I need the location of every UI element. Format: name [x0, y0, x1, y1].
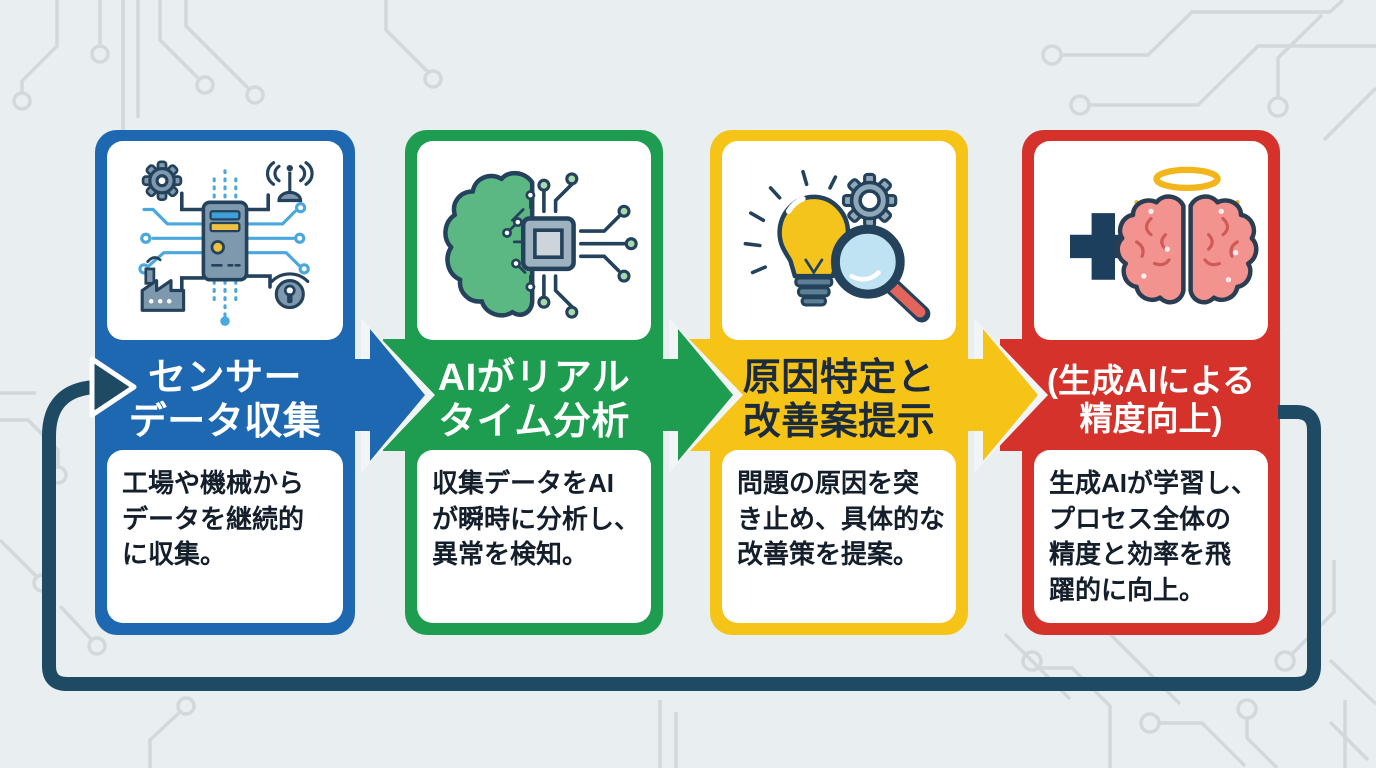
ai-brain-chip-icon: [443, 170, 638, 319]
circuit-traces: [542, 182, 628, 309]
card-cause-identification: 原因特定と 改善案提示 問題の原因を突 き止め、具体的な 改善策を提案。: [710, 130, 968, 635]
body-line: データを継続的: [122, 503, 305, 534]
body-line: 改善策を提案。: [737, 539, 920, 570]
card-genai-accuracy: (生成AIによる 精度向上) 生成AIが学習し、 プロセス全体の 精度と効率を飛…: [1022, 130, 1280, 635]
title-line: AIがリアル: [437, 356, 631, 399]
antenna-icon: [265, 160, 314, 202]
idea-gear-magnifier-icon: [743, 169, 931, 322]
gear-icon: [141, 159, 183, 201]
card-title: (生成AIによる 精度向上): [1022, 342, 1280, 458]
title-line: (生成AIによる: [1047, 361, 1255, 399]
body-line: 精度と効率を飛: [1049, 539, 1232, 570]
title-line: データ収集: [128, 401, 322, 443]
card-ai-realtime-analysis: AIがリアル タイム分析 収集データをAI が瞬時に分析し、 異常を検知。: [405, 130, 663, 635]
body-line: が瞬時に分析し、: [432, 503, 641, 534]
body-line: 工場や機械から: [122, 468, 305, 498]
plus-brain-halo-icon: [1070, 166, 1259, 304]
light-rays: [743, 169, 838, 274]
brain-left: [1115, 193, 1186, 304]
card-body: 生成AIが学習し、 プロセス全体の 精度と効率を飛 躍的に向上。: [1034, 450, 1268, 623]
card-body: 工場や機械から データを継続的 に収集。: [107, 450, 343, 623]
icon-panel: [107, 141, 343, 340]
body-line: き止め、具体的な: [737, 503, 946, 534]
body-line: 収集データをAI: [432, 468, 615, 498]
icon-panel: [722, 141, 956, 340]
controller-device: [201, 200, 249, 281]
plus-icon: [1070, 212, 1137, 280]
title-line: タイム分析: [438, 401, 630, 443]
iot-sensor-network-icon: [138, 159, 314, 326]
body-line: に収集。: [122, 539, 227, 570]
card-title: センサー データ収集: [95, 342, 355, 458]
card-sensor-data-collection: センサー データ収集 工場や機械から データを継続的 に収集。: [95, 130, 355, 635]
gear-icon: [841, 172, 898, 228]
body-line: プロセス全体の: [1049, 503, 1232, 534]
body-line: 生成AIが学習し、: [1049, 468, 1258, 498]
icon-panel: [1034, 141, 1268, 340]
card-title: 原因特定と 改善案提示: [710, 342, 968, 458]
halo: [1153, 166, 1221, 191]
title-line: 精度向上): [1079, 400, 1223, 437]
sensor-icon: [270, 271, 310, 309]
card-title: AIがリアル タイム分析: [405, 342, 663, 458]
card-body: 収集データをAI が瞬時に分析し、 異常を検知。: [417, 450, 651, 623]
brain-right: [1188, 193, 1259, 304]
title-line: 改善案提示: [742, 401, 936, 443]
title-line: センサー: [147, 356, 302, 399]
factory-icon: [140, 255, 186, 312]
card-body: 問題の原因を突 き止め、具体的な 改善策を提案。: [722, 450, 956, 623]
brain-half: [443, 170, 535, 317]
body-line: 異常を検知。: [432, 539, 589, 570]
magnifier-icon: [830, 224, 931, 322]
body-line: 躍的に向上。: [1049, 574, 1206, 605]
title-line: 原因特定と: [742, 356, 936, 399]
icon-panel: [417, 141, 651, 340]
body-line: 問題の原因を突: [737, 468, 920, 498]
